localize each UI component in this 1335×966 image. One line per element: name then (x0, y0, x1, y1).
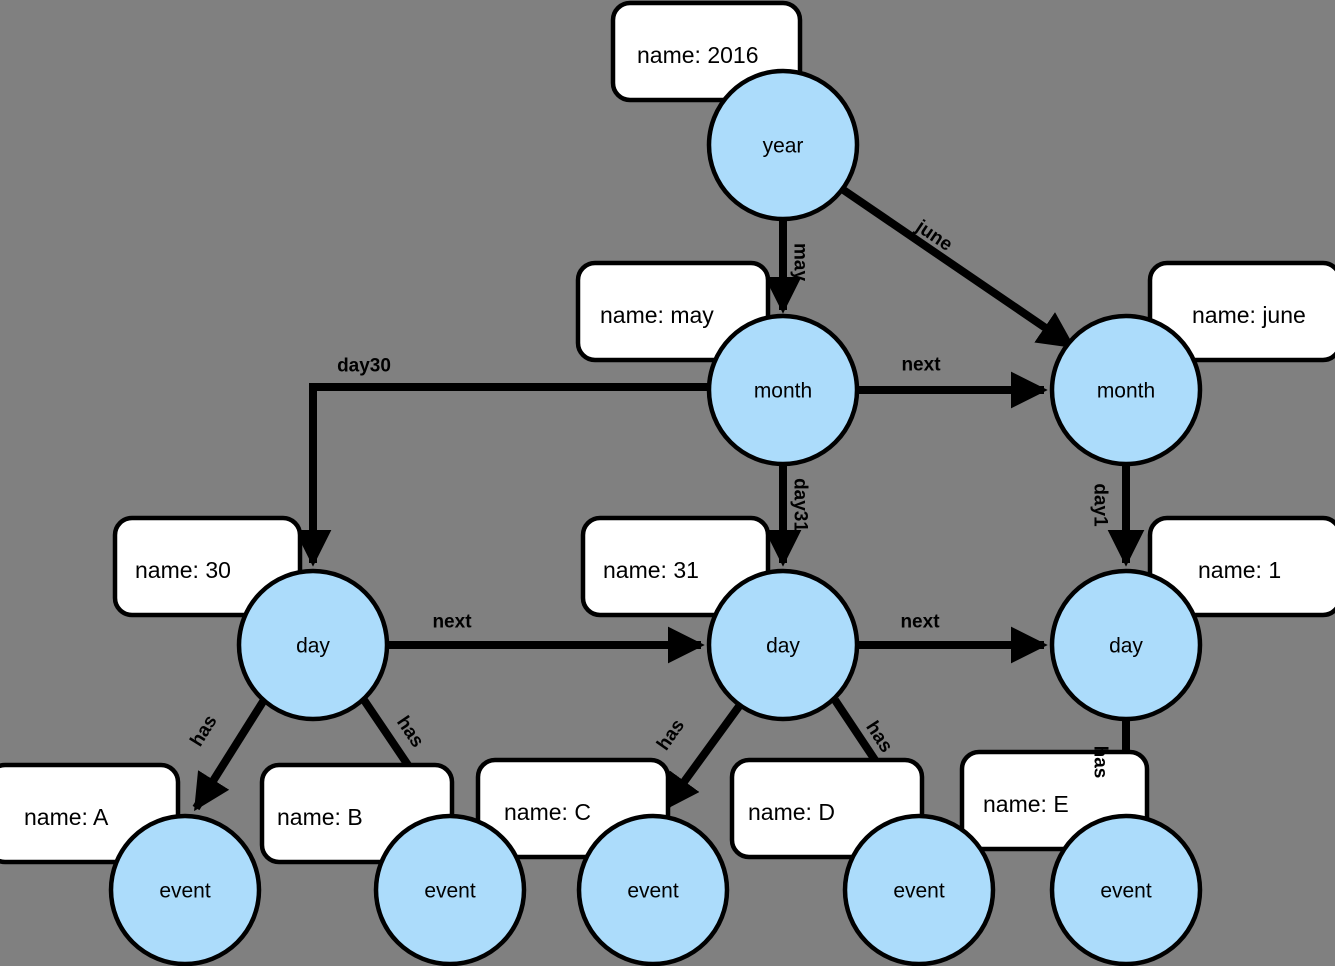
node-circle (706, 68, 860, 222)
node-label: event (627, 880, 679, 903)
node-circle (842, 813, 996, 966)
node-label: day (1109, 635, 1143, 658)
node-event-d[interactable]: event (842, 813, 996, 966)
property-box-text: name: D (748, 799, 835, 825)
node-circle (373, 813, 527, 966)
property-box-text: name: may (600, 302, 714, 328)
node-label: event (159, 880, 211, 903)
node-circle (236, 568, 390, 722)
property-box-rect (112, 515, 303, 618)
property-box-monthMay[interactable]: name: may (575, 260, 771, 363)
property-box-rect (1147, 260, 1335, 363)
edge-label-has-a: has (186, 712, 221, 751)
node-circle (1049, 568, 1203, 722)
property-box-monthJune[interactable]: name: june (1147, 260, 1335, 363)
node-event-e[interactable]: event (1049, 813, 1203, 966)
node-month-may[interactable]: month (706, 313, 860, 467)
node-year-2016[interactable]: year (706, 68, 860, 222)
node-label: day (296, 635, 330, 658)
node-day-1[interactable]: day (1049, 568, 1203, 722)
node-circle (576, 813, 730, 966)
edge-hasA-line[interactable] (192, 697, 268, 812)
node-event-c[interactable]: event (576, 813, 730, 966)
node-label: event (424, 880, 476, 903)
edge-label-next-months: next (901, 355, 941, 376)
edge-label-has-c: has (653, 716, 689, 755)
property-box-text: name: E (983, 791, 1069, 817)
node-label: month (754, 380, 812, 403)
property-box-text: name: june (1192, 302, 1306, 328)
node-day-30[interactable]: day (236, 568, 390, 722)
property-box-rect (1147, 515, 1335, 618)
node-label: event (893, 880, 945, 903)
property-box-text: name: 1 (1198, 557, 1281, 583)
node-circle (1049, 813, 1203, 966)
node-label: event (1100, 880, 1152, 903)
property-box-text: name: B (277, 804, 363, 830)
node-circle (108, 813, 262, 966)
node-label: year (763, 135, 804, 158)
node-circle (706, 313, 860, 467)
nodes-layer: year month month day day day (108, 68, 1203, 966)
property-box-text: name: 2016 (637, 42, 758, 68)
node-month-june[interactable]: month (1049, 313, 1203, 467)
property-box-text: name: A (24, 804, 109, 830)
edge-label-may: may (790, 243, 811, 281)
property-box-day30[interactable]: name: 30 (112, 515, 303, 618)
node-circle (1049, 313, 1203, 467)
edge-june-line[interactable] (839, 185, 1076, 350)
edge-label-day31: day31 (790, 478, 811, 532)
property-box-rect (580, 515, 771, 618)
node-label: day (766, 635, 800, 658)
edge-label-has-e: has (1090, 746, 1111, 779)
property-box-text: name: 31 (603, 557, 699, 583)
property-box-rect (575, 260, 771, 363)
node-event-a[interactable]: event (108, 813, 262, 966)
node-label: month (1097, 380, 1155, 403)
property-box-day31[interactable]: name: 31 (580, 515, 771, 618)
node-circle (706, 568, 860, 722)
property-box-text: name: C (504, 799, 591, 825)
edge-label-day30: day30 (337, 356, 391, 377)
edge-label-next-day31-day1: next (900, 612, 940, 633)
node-day-31[interactable]: day (706, 568, 860, 722)
property-box-text: name: 30 (135, 557, 231, 583)
property-box-day1[interactable]: name: 1 (1147, 515, 1335, 618)
edge-day30-line[interactable] (294, 383, 709, 567)
property-boxes-layer: name: 2016 name: may name: june name: 30… (0, 0, 1335, 865)
edge-label-next-day30-day31: next (432, 612, 472, 633)
edge-label-day1: day1 (1090, 483, 1111, 527)
node-event-b[interactable]: event (373, 813, 527, 966)
edge-hasC-line[interactable] (661, 702, 744, 811)
